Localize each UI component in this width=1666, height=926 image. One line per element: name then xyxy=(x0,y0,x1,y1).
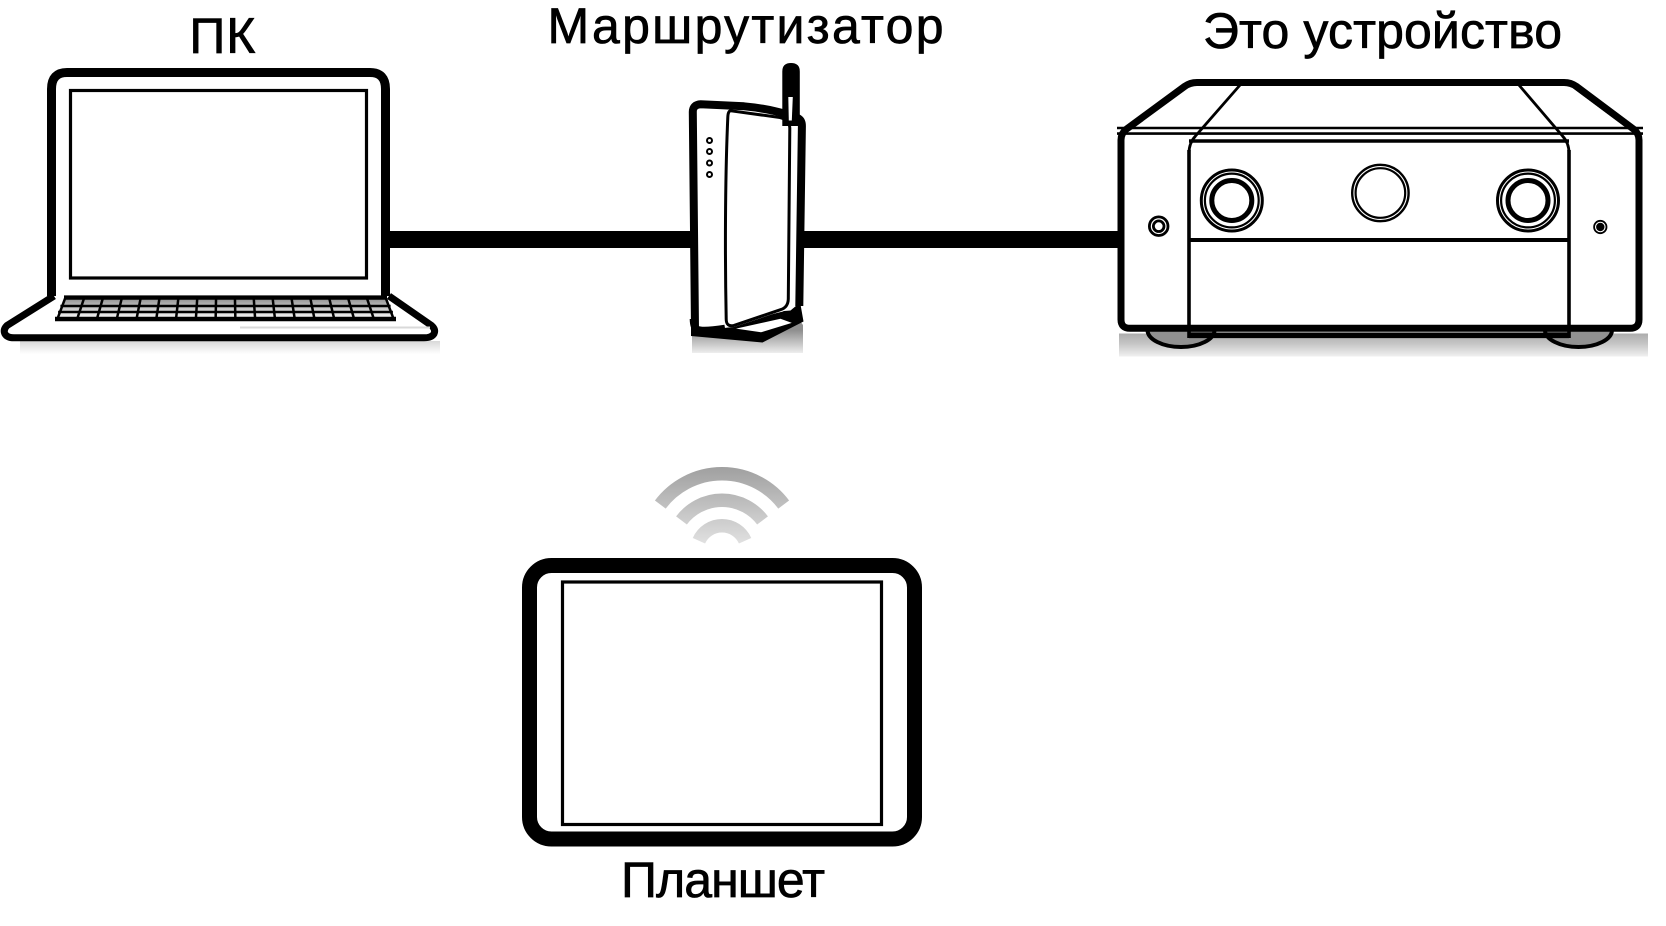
svg-text:Планшет: Планшет xyxy=(621,852,825,908)
svg-text:ПК: ПК xyxy=(189,8,255,64)
svg-text:Маршрутизатор: Маршрутизатор xyxy=(548,0,944,54)
svg-text:Это устройство: Это устройство xyxy=(1203,3,1562,59)
